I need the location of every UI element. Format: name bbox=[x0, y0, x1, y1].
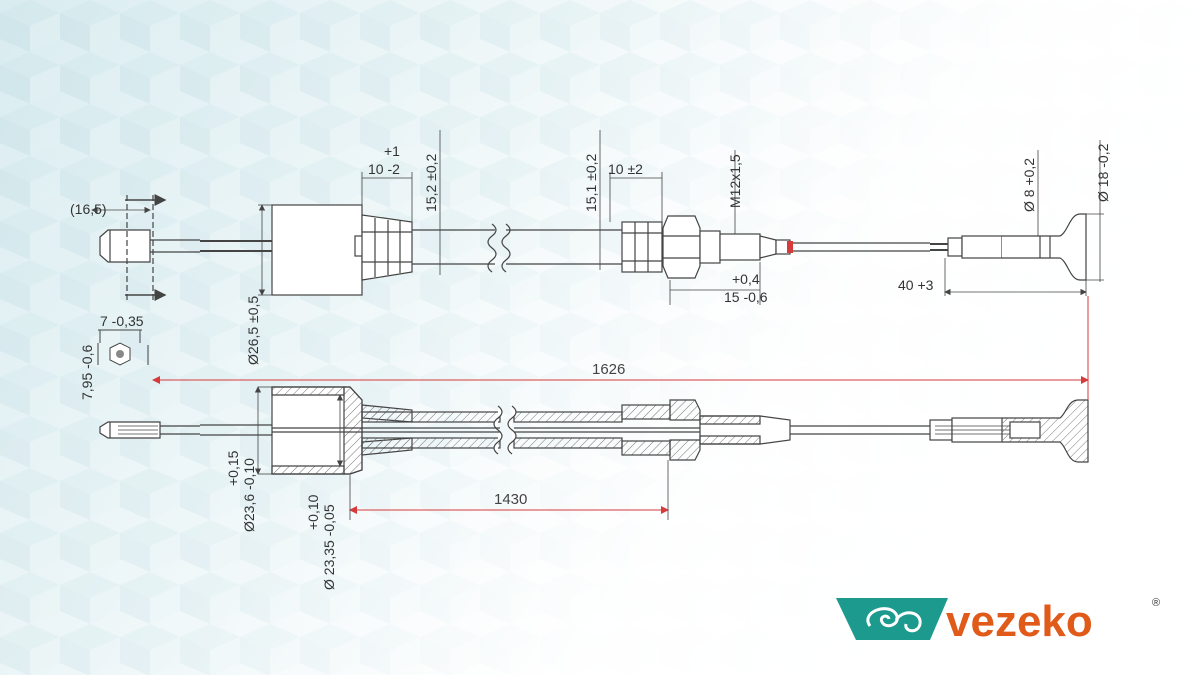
dim-sheath-tol-lower: Ø 23,35 -0,05 bbox=[321, 504, 337, 590]
logo-emblem bbox=[836, 598, 948, 640]
red-dimensions bbox=[152, 296, 1089, 514]
logo-swirl-icon bbox=[866, 607, 899, 628]
dim-end-length: (16,5) bbox=[70, 201, 107, 217]
dim-thread-len-lower: 15 -0,6 bbox=[724, 289, 768, 305]
dim-nut-len: 10 ±2 bbox=[608, 161, 643, 177]
dim-end-head-dia: Ø 18 -0,2 bbox=[1095, 143, 1111, 202]
dim-sheath-length: 1430 bbox=[494, 491, 527, 508]
dim-cap-len-upper: +1 bbox=[384, 143, 400, 159]
dim-cap-offset: 15,2 ±0,2 bbox=[423, 154, 439, 212]
dim-thread-len-upper: +0,4 bbox=[732, 271, 760, 287]
hex-section-detail bbox=[97, 329, 149, 366]
dim-sheath-tol-upper: +0,10 bbox=[305, 494, 321, 530]
logo-registered: ® bbox=[1152, 597, 1160, 609]
dim-hex-height: 7,95 -0,6 bbox=[79, 345, 95, 400]
dim-hex-width: 7 -0,35 bbox=[100, 313, 144, 329]
cap-body bbox=[271, 204, 363, 296]
brand-logo: vezeko ® bbox=[836, 597, 1160, 646]
dim-bore-tol-upper: +0,15 bbox=[225, 450, 241, 486]
top-dimensions bbox=[91, 130, 1104, 305]
dim-end-fitting-dia: Ø 8 +0,2 bbox=[1021, 158, 1037, 212]
dim-cap-len-lower: 10 -2 bbox=[368, 161, 400, 177]
left-end-fitting bbox=[99, 229, 151, 263]
dim-end-fitting-len: 40 +3 bbox=[898, 277, 934, 293]
section-view bbox=[99, 386, 1089, 475]
dim-thread: M12x1,5 bbox=[727, 154, 743, 208]
dim-bore-tol-lower: Ø23,6 -0,10 bbox=[241, 458, 257, 532]
dim-total-length: 1626 bbox=[592, 361, 625, 378]
dim-nut-offset: 15,1 ±0,2 bbox=[583, 154, 599, 212]
logo-wordmark: vezeko bbox=[946, 597, 1093, 646]
hex-nut bbox=[662, 215, 701, 279]
dim-cap-dia: Ø26,5 ±0,5 bbox=[245, 296, 261, 365]
